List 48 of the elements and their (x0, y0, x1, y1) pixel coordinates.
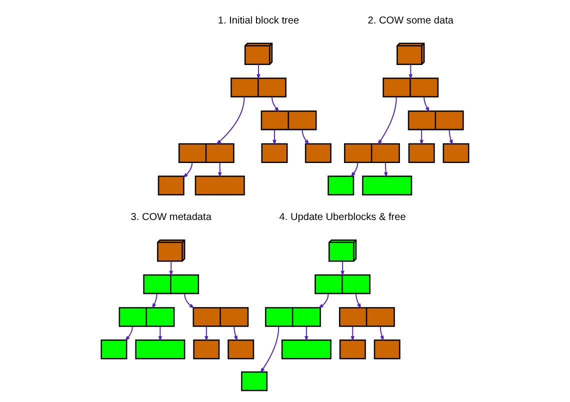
arrow (318, 294, 329, 309)
arrow (272, 130, 276, 146)
label: 4. Update Uberblocks & free (279, 212, 406, 223)
arrow (378, 97, 397, 146)
arrow (340, 261, 344, 276)
arrow (218, 162, 222, 178)
node-box (158, 176, 184, 196)
arrow (356, 294, 362, 309)
arrow (302, 130, 310, 145)
arrow (380, 326, 384, 342)
node-box (228, 339, 254, 360)
node-box (362, 176, 412, 196)
arrow (204, 326, 208, 342)
node-box (135, 339, 186, 360)
arrow (184, 294, 195, 309)
arrow (260, 326, 280, 374)
node-box (442, 143, 470, 163)
label: 2. COW some data (368, 15, 454, 26)
arrow (216, 97, 245, 145)
node-box (281, 339, 332, 360)
node-box (241, 371, 268, 392)
arrow (408, 64, 413, 80)
label: 3. COW metadata (130, 212, 212, 223)
node-box (261, 143, 288, 163)
arrow (384, 162, 388, 178)
arrow (271, 97, 280, 112)
arrow (169, 261, 173, 276)
arrow (234, 326, 238, 342)
arrow (304, 326, 308, 342)
node-box (100, 339, 128, 360)
node-box (374, 339, 400, 360)
arrow (424, 97, 430, 112)
label: 1. Initial block tree (218, 15, 300, 26)
arrow (182, 162, 193, 178)
node-box (193, 339, 220, 360)
arrow (350, 326, 355, 342)
node-box (194, 176, 245, 196)
arrow (158, 326, 162, 342)
arrow (124, 326, 133, 342)
arrow (256, 64, 260, 80)
arrow (152, 294, 158, 309)
node-box (408, 143, 435, 163)
arrow (350, 162, 358, 178)
node-box (328, 176, 354, 196)
arrow (448, 130, 453, 146)
arrow (420, 130, 424, 146)
node-box (304, 143, 332, 163)
node-box (339, 339, 366, 360)
